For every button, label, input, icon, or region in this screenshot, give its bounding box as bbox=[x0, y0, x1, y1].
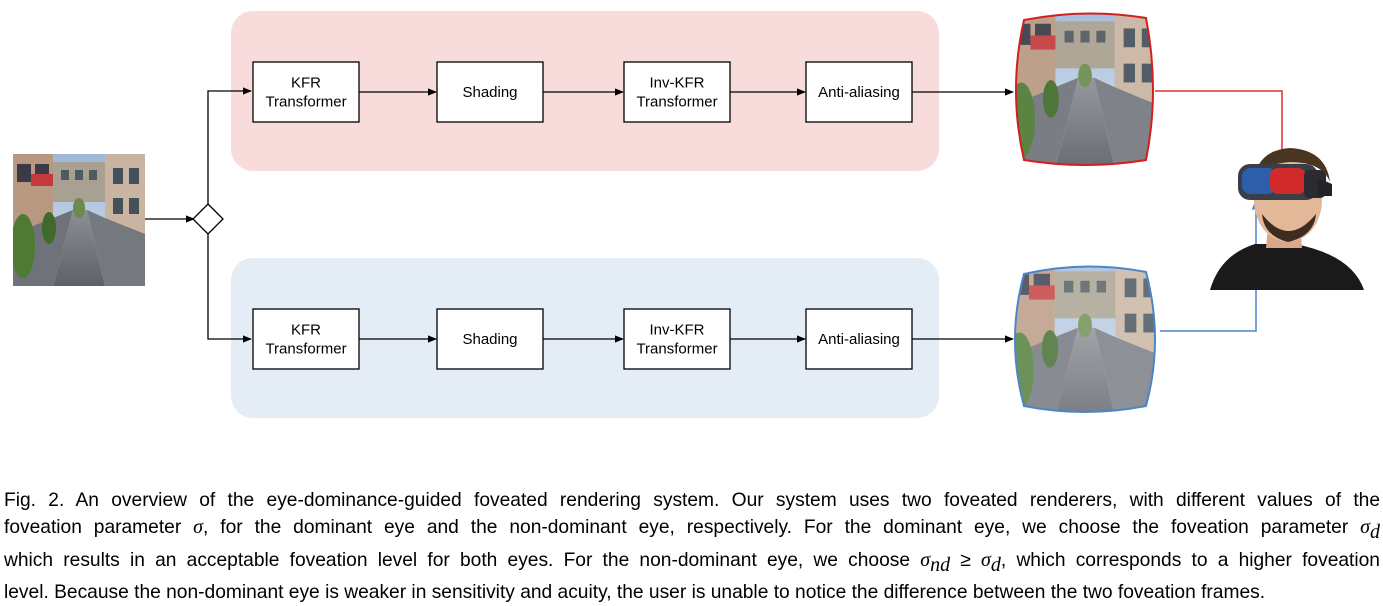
caption-line-1: Fig. 2. An overview of the eye-dominance… bbox=[4, 490, 1380, 511]
caption-text: foveation parameter bbox=[4, 517, 194, 538]
stage-label: Anti-aliasing bbox=[818, 331, 900, 348]
stage-box: Shading bbox=[436, 308, 544, 370]
stage-box: Shading bbox=[436, 61, 544, 123]
stage-label: Anti-aliasing bbox=[818, 84, 900, 101]
stage-box: KFR Transformer bbox=[252, 308, 360, 370]
foveated-output-top bbox=[1015, 12, 1154, 166]
stage-label: Inv-KFR bbox=[649, 75, 704, 92]
figure-caption: Fig. 2. An overview of the eye-dominance… bbox=[4, 488, 1380, 606]
pipeline-panel-top bbox=[231, 11, 939, 171]
stage-label: Transformer bbox=[636, 341, 717, 358]
stage-box: Anti-aliasing bbox=[805, 308, 913, 370]
stage-label: KFR bbox=[291, 322, 321, 339]
input-street-image bbox=[13, 154, 145, 286]
stage-box: Anti-aliasing bbox=[805, 61, 913, 123]
stage-label: Shading bbox=[462, 84, 517, 101]
stage-box: Inv-KFR Transformer bbox=[623, 61, 731, 123]
caption-text: , which corresponds to a higher foveatio… bbox=[1000, 549, 1380, 571]
stage-label: Inv-KFR bbox=[649, 322, 704, 339]
geq-symbol: ≥ bbox=[950, 549, 982, 571]
stage-label: KFR bbox=[291, 75, 321, 92]
non-dominant-eye-link bbox=[1160, 198, 1261, 332]
caption-line-4: level. Because the non-dominant eye is w… bbox=[4, 581, 1266, 603]
caption-text: , for the dominant eye and the non-domin… bbox=[203, 517, 1361, 538]
pipeline-panel-bottom bbox=[231, 258, 939, 418]
dominant-eye-link bbox=[1155, 90, 1287, 167]
subscript-nd: nd bbox=[930, 553, 951, 576]
stage-box: Inv-KFR Transformer bbox=[623, 308, 731, 370]
stage-box: KFR Transformer bbox=[252, 61, 360, 123]
person-with-vr-headset bbox=[1210, 148, 1364, 290]
stage-label: Transformer bbox=[636, 94, 717, 111]
pipeline-diagram: KFRTransformerShadingInv-KFRTransformerA… bbox=[13, 11, 1364, 418]
caption-line-3: which results in an acceptable foveation… bbox=[4, 547, 1380, 580]
subscript-d: d bbox=[990, 553, 1001, 576]
sigma-symbol: σ bbox=[981, 548, 991, 571]
decision-diamond bbox=[192, 203, 224, 235]
sigma-symbol: σ bbox=[920, 548, 931, 571]
stage-label: Transformer bbox=[265, 341, 346, 358]
caption-line-2: foveation parameter σ, for the dominant … bbox=[4, 514, 1380, 547]
sigma-symbol: σ bbox=[1360, 516, 1370, 538]
caption-text: which results in an acceptable foveation… bbox=[4, 549, 921, 571]
foveated-output-bottom bbox=[1014, 265, 1156, 413]
stage-label: Transformer bbox=[265, 94, 346, 111]
subscript-d: d bbox=[1370, 520, 1380, 543]
stage-label: Shading bbox=[462, 331, 517, 348]
sigma-symbol: σ bbox=[193, 516, 204, 538]
